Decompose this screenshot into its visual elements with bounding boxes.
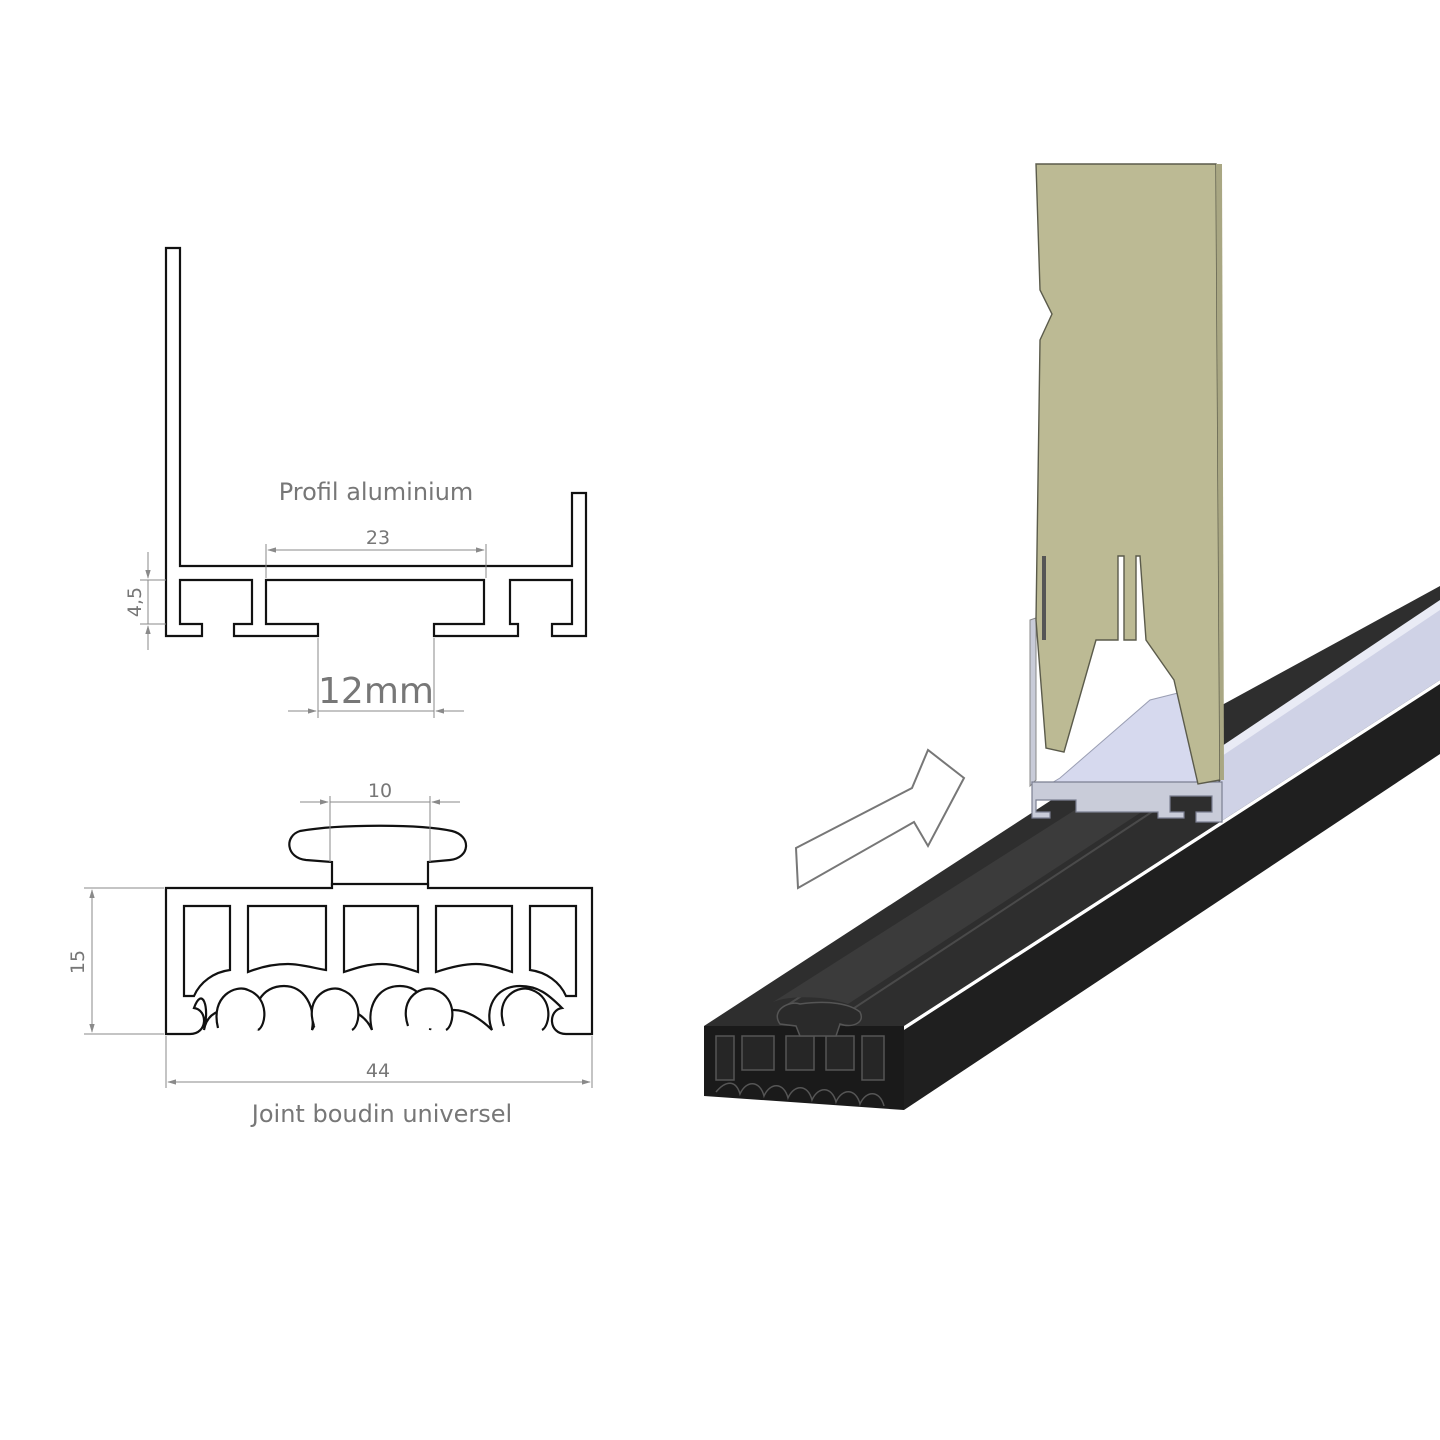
profile-slot-value: 12mm: [318, 671, 434, 712]
gasket-label: Joint boudin universel: [250, 1100, 512, 1128]
profile-slot-dimension: 12mm: [288, 638, 464, 718]
panel-face: [1035, 163, 1221, 785]
gasket-width-value: 44: [366, 1060, 390, 1082]
gasket-top-value: 10: [368, 780, 392, 802]
profile-height-dimension: 4,5: [124, 552, 166, 650]
gasket-top-dimension: 10: [300, 780, 460, 862]
profile-width-value: 23: [366, 527, 390, 549]
gasket-3d: [704, 586, 1440, 1110]
gasket-width-dimension: 44: [165, 1036, 593, 1088]
profile-height-value: 4,5: [124, 587, 146, 617]
gasket-height-dimension: 15: [67, 887, 164, 1035]
gasket-top-nib: [288, 824, 468, 886]
aluminium-profile-outline: [164, 246, 588, 638]
panel-3d: [1035, 163, 1224, 785]
assembly-render: [704, 163, 1440, 1110]
aluminium-profile-section: Profil aluminium 23 4,5 12mm: [124, 246, 588, 718]
gasket-section: 10 15 44 Joint boudin universel: [67, 780, 594, 1128]
profile-label: Profil aluminium: [279, 478, 474, 506]
profile-width-dimension: 23: [265, 527, 487, 578]
gasket-chambers: [182, 904, 578, 998]
gasket-height-value: 15: [67, 950, 89, 974]
insertion-arrow-icon: [794, 748, 966, 890]
aluminium-profile-3d: [1029, 600, 1440, 823]
gasket-round-chambers: [215, 987, 550, 1031]
